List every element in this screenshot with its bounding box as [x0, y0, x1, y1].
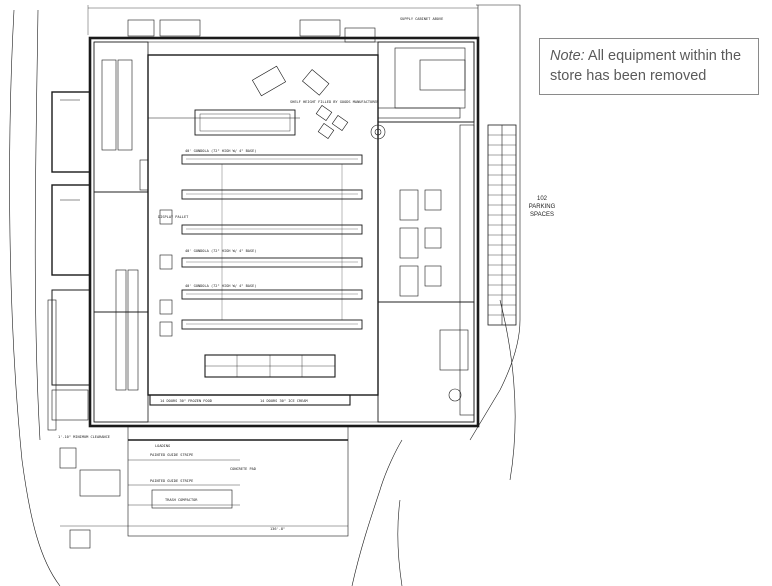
- note-text: All equipment within the store has been …: [550, 48, 742, 84]
- label-concrete-pad: CONCRETE PAD: [230, 467, 256, 471]
- label-trash-compactor: TRASH COMPACTOR: [165, 498, 198, 502]
- note-prefix: Note:: [550, 48, 585, 64]
- label-gondola-3: 40' GONDOLA (72" HIGH W/ 4" BASE): [185, 284, 256, 288]
- label-gondola: 40' GONDOLA (72" HIGH W/ 4" BASE): [185, 149, 256, 153]
- label-display: DISPLAY PALLET: [158, 215, 189, 219]
- site-curve-left: [9, 9, 61, 586]
- note-box: Note: All equipment within the store has…: [539, 38, 759, 95]
- loading-yard: [127, 425, 349, 537]
- label-loading: LOADING: [155, 444, 170, 448]
- parking-count: 102: [537, 196, 548, 202]
- site-curve-right: [397, 499, 403, 586]
- label-ice-cream: 14 DOORS 30" ICE CREAM: [260, 399, 308, 403]
- label-gondola-2: 40' GONDOLA (72" HIGH W/ 4" BASE): [185, 249, 256, 253]
- parking-boundary: [469, 4, 521, 441]
- label-clearance: 1'-10" MINIMUM CLEARANCE: [58, 435, 110, 439]
- parking-label: PARKING: [529, 204, 556, 210]
- site-curve-left-inner: [34, 9, 41, 441]
- label-guide-stripe-2: PAINTED GUIDE STRIPE: [150, 479, 193, 483]
- parking-label-2: SPACES: [530, 212, 554, 218]
- label-shelf: SHELF HEIGHT FILLED BY GOODS MANUFACTURE…: [290, 100, 380, 104]
- gondola-rows: [181, 154, 363, 330]
- site-curve-right-2: [499, 299, 516, 481]
- label-guide-stripe: PAINTED GUIDE STRIPE: [150, 453, 193, 457]
- label-frozen: 14 DOORS 30" FROZEN FOOD: [160, 399, 212, 403]
- label-dimension: 136'-8": [270, 527, 285, 531]
- site-curve-bottom: [351, 439, 403, 586]
- label-supply: SUPPLY CABINET ABOVE: [400, 17, 443, 21]
